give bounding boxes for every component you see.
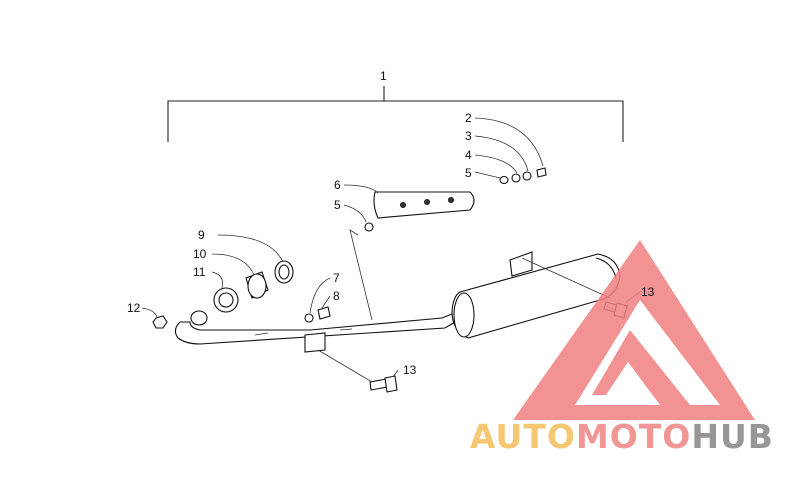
gasket-set: [213, 260, 294, 313]
assembly-bracket: [167, 86, 624, 142]
watermark-logo: [513, 240, 755, 420]
nut: [152, 315, 168, 329]
callout-13: 13: [403, 363, 417, 377]
leader-lines: [141, 117, 641, 383]
callout-10: 10: [193, 247, 207, 261]
callout-6: 6: [334, 178, 341, 192]
washer: [304, 313, 314, 323]
callout-5: 5: [334, 198, 341, 212]
heat-shield: [373, 191, 475, 219]
callout-3: 3: [465, 129, 472, 143]
callout-1: 1: [380, 69, 387, 83]
watermark-hub: HUB: [691, 417, 774, 456]
bolt: [369, 375, 398, 393]
callout-13: 13: [641, 285, 655, 299]
callout-12: 12: [127, 301, 141, 315]
callout-8: 8: [333, 289, 340, 303]
callout-9: 9: [198, 228, 205, 242]
callout-11: 11: [193, 265, 206, 279]
fastener-stack: [499, 167, 547, 185]
callout-7: 7: [333, 271, 340, 285]
washer: [364, 222, 374, 232]
callout-4: 4: [465, 148, 472, 162]
watermark-moto: MOTO: [576, 417, 691, 456]
bolt: [317, 306, 331, 320]
watermark-text: AUTOMOTOHUB: [470, 417, 774, 456]
callout-2: 2: [465, 111, 472, 125]
callout-5: 5: [465, 166, 472, 180]
header-pipe: [174, 309, 463, 353]
watermark-auto: AUTO: [470, 417, 576, 456]
